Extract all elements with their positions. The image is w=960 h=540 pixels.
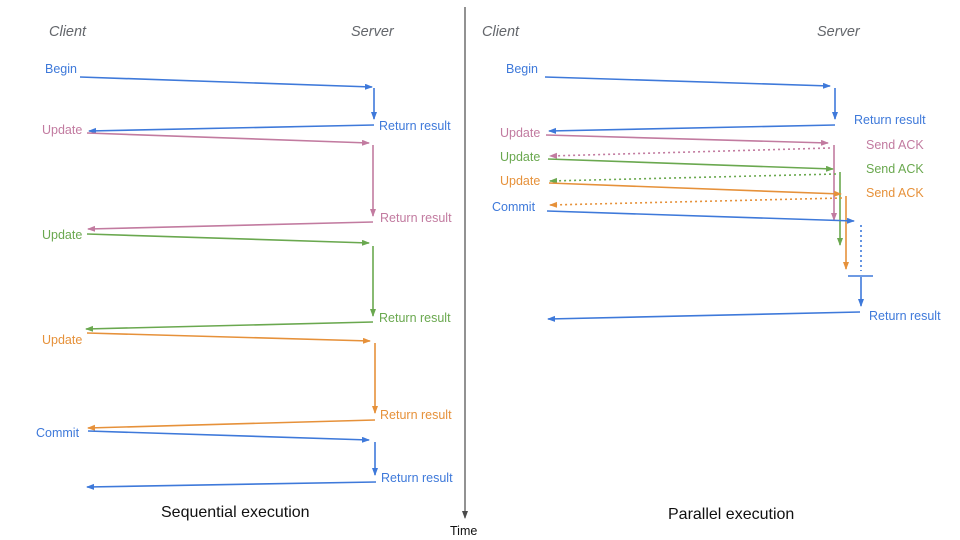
seq-commit-exchange	[86, 430, 378, 490]
par-caption: Parallel execution	[668, 506, 795, 523]
seq-update1-exchange	[86, 132, 376, 232]
par-send-ack-1: Send ACK	[866, 138, 924, 152]
seq-return-result-2: Return result	[380, 211, 452, 225]
seq-return-result-3: Return result	[379, 311, 451, 325]
par-send-ack-2: Send ACK	[866, 162, 924, 176]
response-line	[548, 124, 836, 134]
seq-update1-label: Update	[42, 123, 83, 137]
par-return-result-1: Return result	[854, 113, 926, 127]
seq-update2-exchange	[85, 233, 376, 332]
response-line	[87, 419, 376, 431]
par-update3-exchange	[548, 182, 849, 270]
request-line	[87, 430, 370, 443]
par-begin-exchange	[544, 76, 838, 134]
seq-server-header: Server	[351, 24, 394, 40]
seq-return-result-5: Return result	[381, 471, 453, 485]
seq-caption: Sequential execution	[161, 504, 310, 521]
par-client-header: Client	[482, 24, 520, 40]
request-line	[544, 76, 831, 89]
par-return-result-2: Return result	[869, 309, 941, 323]
request-line	[79, 76, 373, 90]
seq-return-result-1: Return result	[379, 119, 451, 133]
request-line	[546, 210, 855, 224]
seq-update3-label: Update	[42, 333, 83, 347]
response-line	[547, 311, 861, 322]
response-line	[86, 481, 377, 490]
request-line	[547, 158, 834, 172]
time-axis-label: Time	[450, 524, 478, 538]
par-server-header: Server	[817, 24, 860, 40]
seq-return-result-4: Return result	[380, 408, 452, 422]
par-commit-label: Commit	[492, 200, 536, 214]
seq-update3-exchange	[86, 332, 378, 431]
par-send-ack-3: Send ACK	[866, 186, 924, 200]
par-update2-exchange	[547, 158, 843, 246]
request-line	[545, 134, 829, 146]
par-update1-label: Update	[500, 126, 541, 140]
request-line	[548, 182, 842, 197]
par-update3-label: Update	[500, 174, 541, 188]
seq-client-header: Client	[49, 24, 87, 40]
seq-update2-label: Update	[42, 228, 83, 242]
request-line	[86, 233, 370, 246]
seq-commit-label: Commit	[36, 426, 80, 440]
par-begin-label: Begin	[506, 62, 538, 76]
ack-line	[549, 147, 831, 159]
response-line	[88, 124, 375, 134]
request-line	[86, 332, 371, 344]
request-line	[86, 132, 370, 146]
response-line	[85, 321, 374, 332]
ack-line	[549, 173, 837, 184]
ack-line	[549, 197, 843, 208]
par-update2-label: Update	[500, 150, 541, 164]
seq-begin-label: Begin	[45, 62, 77, 76]
response-line	[87, 221, 374, 232]
seq-begin-exchange	[79, 76, 377, 134]
par-commit-exchange	[546, 210, 873, 322]
par-update1-exchange	[545, 134, 837, 221]
